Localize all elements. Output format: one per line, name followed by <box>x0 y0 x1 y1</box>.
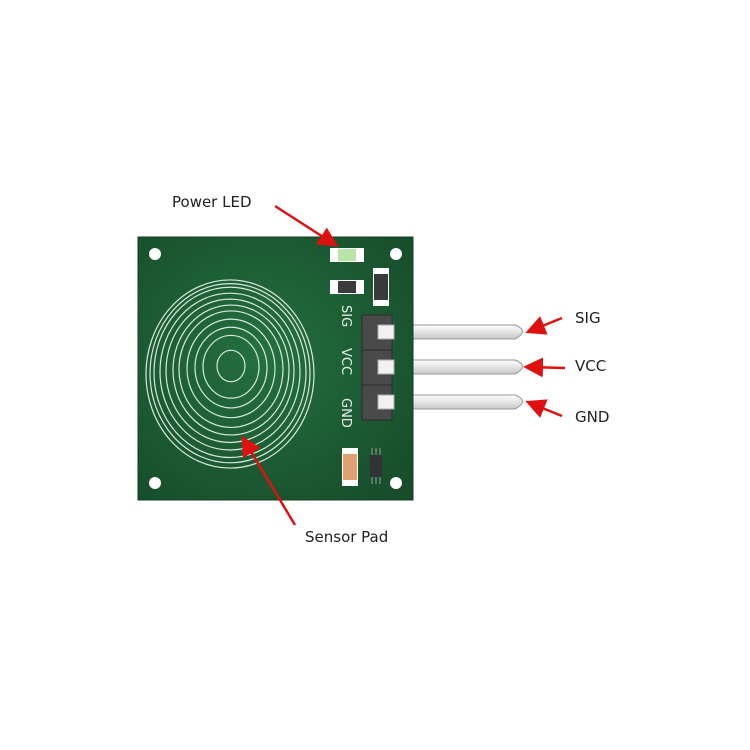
label-gnd: GND <box>575 408 609 426</box>
sensor-ring <box>178 310 284 429</box>
label-sig: SIG <box>575 309 601 327</box>
arrow-gnd <box>525 399 563 418</box>
mounting-holes <box>149 248 402 489</box>
arrow-power-led <box>274 204 339 247</box>
label-power-led: Power LED <box>172 193 252 211</box>
smd-ic <box>370 448 382 484</box>
power-led <box>330 248 364 262</box>
sensor-ring <box>172 304 290 436</box>
header-pins <box>377 324 523 410</box>
sensor-ring <box>202 334 260 399</box>
sensor-ring <box>165 298 295 444</box>
callout-arrows <box>241 204 566 526</box>
smd-resistor <box>330 280 364 294</box>
arrow-vcc <box>523 357 566 378</box>
sensor-ring <box>186 318 276 419</box>
silk-gnd: GND <box>338 398 353 428</box>
sensor-ring <box>153 286 307 459</box>
sensor-ring <box>159 292 301 451</box>
arrow-sig <box>525 316 563 335</box>
label-vcc: VCC <box>575 357 606 375</box>
header-pin-stubs <box>377 324 395 410</box>
sensor-ring <box>149 283 311 464</box>
silk-vcc: VCC <box>338 348 353 375</box>
silk-sig: SIG <box>338 305 353 327</box>
sensor-ring <box>194 326 268 409</box>
smd-orange-resistor <box>342 448 358 486</box>
smd-capacitor <box>373 268 389 306</box>
sensor-pad <box>145 279 315 469</box>
sensor-ring <box>216 349 246 383</box>
arrow-sensor-pad <box>241 435 297 526</box>
label-sensor-pad: Sensor Pad <box>305 528 388 546</box>
sensor-ring <box>145 279 315 469</box>
